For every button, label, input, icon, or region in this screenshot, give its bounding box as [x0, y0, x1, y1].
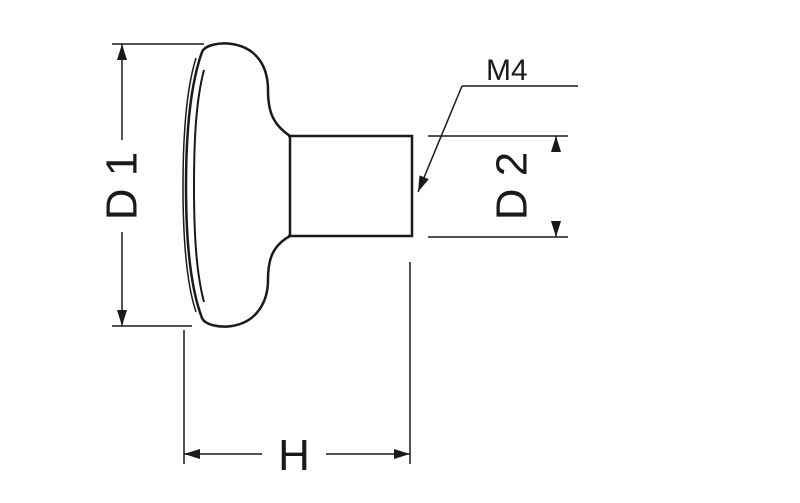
h-label: H — [278, 431, 310, 480]
d1-label: D 1 — [98, 152, 147, 220]
d2-label: D 2 — [488, 152, 537, 220]
m4-label: M4 — [486, 54, 528, 87]
h-dimension: H — [183, 262, 411, 480]
knob-head — [182, 42, 292, 328]
d1-dimension: D 1 — [98, 43, 204, 327]
d2-dimension: D 2 — [428, 135, 568, 238]
m4-callout: M4 — [417, 54, 578, 193]
knob-shaft — [288, 134, 414, 238]
